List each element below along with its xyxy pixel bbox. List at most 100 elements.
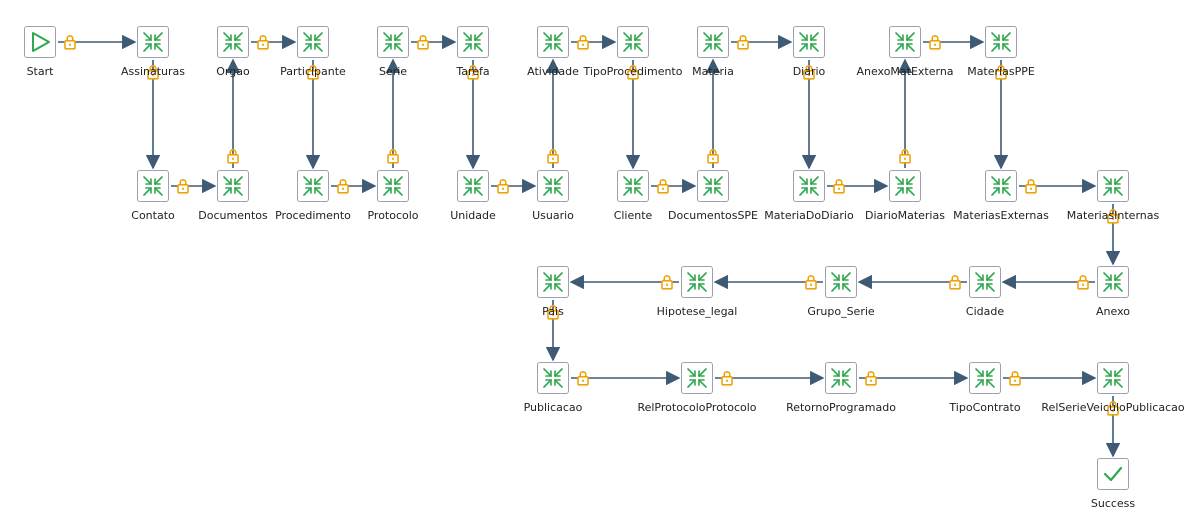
hop-relprotocoloprotocolo-retornoprogramado[interactable] [715,370,825,386]
hop-anexo-cidade[interactable] [1001,274,1095,290]
hop-documentos-orgao[interactable] [225,58,241,168]
hop-tarefa-unidade[interactable] [465,60,481,170]
hop-materiasinternas-anexo[interactable] [1105,204,1121,266]
lock-icon[interactable] [929,35,941,50]
hop-documentosspe-materia[interactable] [705,58,721,168]
hop-assinaturas-contato[interactable] [145,60,161,170]
lock-icon[interactable] [387,149,399,164]
node-participante[interactable] [297,26,329,58]
node-cidade[interactable] [969,266,1001,298]
hop-anexomatexterna-materiasppe[interactable] [923,34,985,50]
lock-icon[interactable] [833,179,845,194]
hop-publicacao-relprotocoloprotocolo[interactable] [571,370,681,386]
hop-orgao-participante[interactable] [251,34,297,50]
lock-icon[interactable] [865,371,877,386]
hop-contato-documentos[interactable] [171,178,217,194]
node-start[interactable] [24,26,56,58]
lock-icon[interactable] [257,35,269,50]
hop-tipocontrato-relserieveiculopublicacao[interactable] [1003,370,1097,386]
lock-icon[interactable] [1107,401,1119,416]
node-tipocontrato[interactable] [969,362,1001,394]
lock-icon[interactable] [737,35,749,50]
lock-icon[interactable] [577,35,589,50]
hop-diario-materiadodiario[interactable] [801,60,817,170]
lock-icon[interactable] [497,179,509,194]
lock-icon[interactable] [1025,179,1037,194]
lock-icon[interactable] [899,149,911,164]
lock-icon[interactable] [721,371,733,386]
node-procedimento[interactable] [297,170,329,202]
node-anexomatexterna[interactable] [889,26,921,58]
hop-procedimento-protocolo[interactable] [331,178,377,194]
node-assinaturas[interactable] [137,26,169,58]
node-materiasppe[interactable] [985,26,1017,58]
node-relserieveiculopublicacao[interactable] [1097,362,1129,394]
hop-materiasexternas-materiasinternas[interactable] [1019,178,1097,194]
hop-atividade-tipoprocedimento[interactable] [571,34,617,50]
hop-relserieveiculopublicacao-success[interactable] [1105,396,1121,458]
lock-icon[interactable] [547,149,559,164]
lock-icon[interactable] [64,35,76,50]
lock-icon[interactable] [1009,371,1021,386]
node-materiasexternas[interactable] [985,170,1017,202]
hop-materiasppe-materiasexternas[interactable] [993,60,1009,170]
node-contato[interactable] [137,170,169,202]
node-hipotese_legal[interactable] [681,266,713,298]
node-documentosspe[interactable] [697,170,729,202]
lock-icon[interactable] [467,65,479,80]
hop-usuario-atividade[interactable] [545,58,561,168]
lock-icon[interactable] [805,275,817,290]
node-documentos[interactable] [217,170,249,202]
hop-diariomaterias-anexomatexterna[interactable] [897,58,913,168]
lock-icon[interactable] [707,149,719,164]
hop-grupo_serie-hipotese_legal[interactable] [713,274,823,290]
node-atividade[interactable] [537,26,569,58]
hop-protocolo-serie[interactable] [385,58,401,168]
node-materiasinternas[interactable] [1097,170,1129,202]
node-success[interactable] [1097,458,1129,490]
hop-serie-tarefa[interactable] [411,34,457,50]
node-pais[interactable] [537,266,569,298]
hop-materiadodiario-diariomaterias[interactable] [827,178,889,194]
lock-icon[interactable] [577,371,589,386]
lock-icon[interactable] [1077,275,1089,290]
node-anexo[interactable] [1097,266,1129,298]
lock-icon[interactable] [661,275,673,290]
lock-icon[interactable] [1107,209,1119,224]
lock-icon[interactable] [307,65,319,80]
lock-icon[interactable] [627,65,639,80]
node-publicacao[interactable] [537,362,569,394]
node-protocolo[interactable] [377,170,409,202]
node-usuario[interactable] [537,170,569,202]
lock-icon[interactable] [147,65,159,80]
node-materiadodiario[interactable] [793,170,825,202]
node-retornoprogramado[interactable] [825,362,857,394]
hop-retornoprogramado-tipocontrato[interactable] [859,370,969,386]
lock-icon[interactable] [547,305,559,320]
node-orgao[interactable] [217,26,249,58]
node-diariomaterias[interactable] [889,170,921,202]
hop-start-assinaturas[interactable] [58,34,137,50]
hop-unidade-usuario[interactable] [491,178,537,194]
node-cliente[interactable] [617,170,649,202]
lock-icon[interactable] [657,179,669,194]
lock-icon[interactable] [949,275,961,290]
hop-cliente-documentosspe[interactable] [651,178,697,194]
hop-cidade-grupo_serie[interactable] [857,274,967,290]
lock-icon[interactable] [227,149,239,164]
hop-tipoprocedimento-cliente[interactable] [625,60,641,170]
hop-hipotese_legal-pais[interactable] [569,274,679,290]
lock-icon[interactable] [803,65,815,80]
node-tipoprocedimento[interactable] [617,26,649,58]
node-materia[interactable] [697,26,729,58]
node-tarefa[interactable] [457,26,489,58]
lock-icon[interactable] [417,35,429,50]
node-serie[interactable] [377,26,409,58]
node-unidade[interactable] [457,170,489,202]
lock-icon[interactable] [337,179,349,194]
hop-materia-diario[interactable] [731,34,793,50]
lock-icon[interactable] [995,65,1007,80]
node-relprotocoloprotocolo[interactable] [681,362,713,394]
lock-icon[interactable] [177,179,189,194]
